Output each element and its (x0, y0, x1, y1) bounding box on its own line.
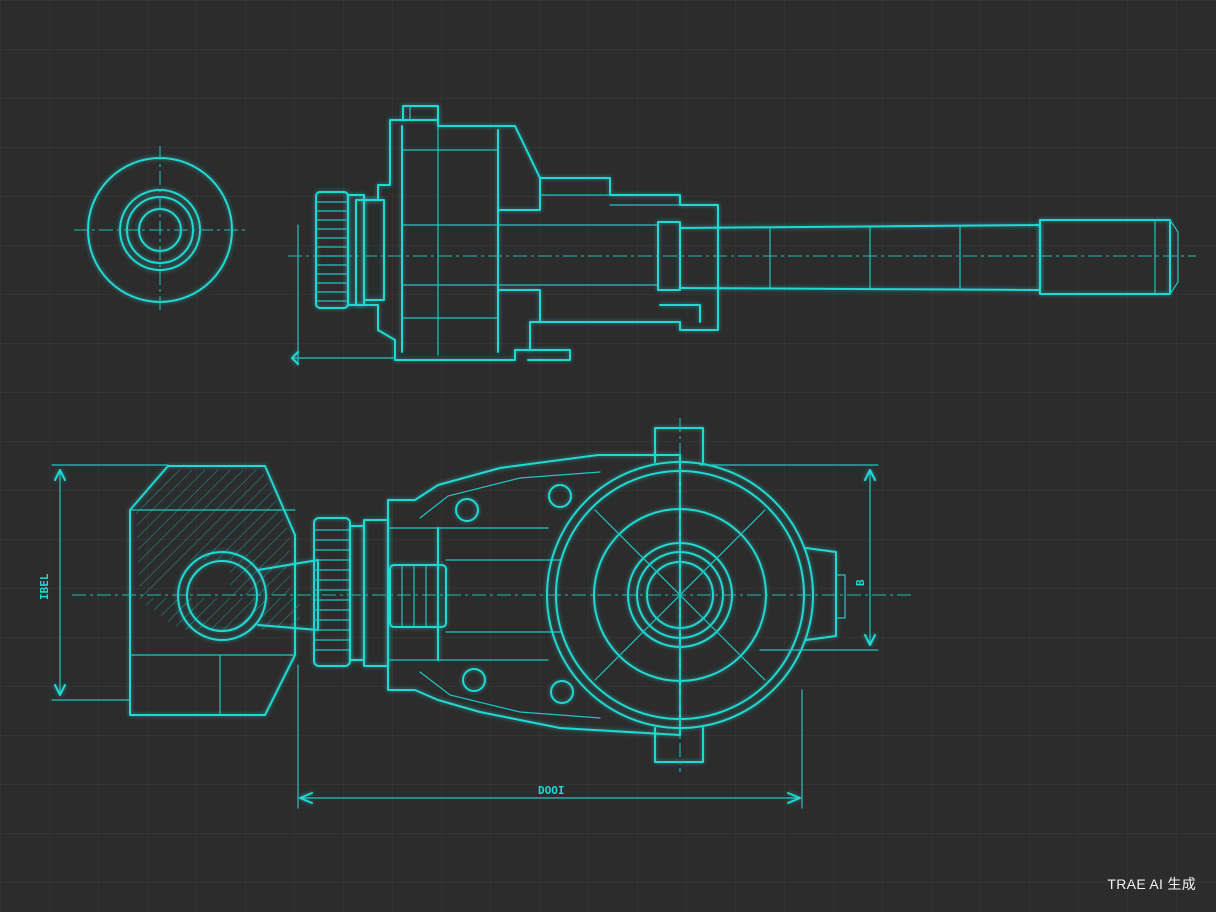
side-view-bottom-foot (527, 349, 571, 361)
front-view-right-lug (805, 547, 837, 641)
side-view-shaft-tip-1 (1169, 219, 1179, 233)
front-view-right-dim-arrow-top (864, 469, 876, 481)
side-view-shaft-tip-2 (1169, 281, 1179, 295)
front-view-inner-gear (389, 564, 447, 628)
front-view-hatching-upper (136, 470, 290, 600)
front-view (51, 418, 915, 809)
side-view (288, 105, 1196, 366)
side-view-body-outline (355, 119, 719, 361)
front-view-bearing-seat (363, 519, 389, 667)
left-dimension-label: IBEL (38, 573, 51, 600)
front-view-bottom-dim-arrow-right (787, 792, 801, 804)
front-view-bolt-hole-3 (462, 668, 486, 692)
side-view-step-lower (497, 289, 541, 323)
side-view-top-cap (402, 105, 439, 121)
side-view-shaft-end (1039, 219, 1171, 295)
front-view-gear-flange (349, 525, 365, 661)
front-view-right-dim-arrow-bottom (864, 634, 876, 646)
side-view-knurled-gear (315, 191, 349, 309)
front-view-pin-circle-outer (177, 551, 267, 641)
front-view-gear-teeth (313, 529, 351, 651)
front-view-housing (387, 454, 681, 736)
front-view-left-dim-arrow-top (54, 469, 66, 481)
front-view-bottom-lug (654, 727, 704, 763)
front-view-hatching-lower (140, 598, 300, 630)
end-view (74, 146, 248, 312)
front-view-housing-rib-upper (419, 471, 601, 519)
side-view-step-upper (497, 177, 541, 211)
side-view-dim-arrow (291, 351, 299, 365)
side-view-shaft (679, 224, 1041, 291)
front-view-housing-rib-lower (419, 671, 601, 719)
side-view-bearing-seat (363, 199, 385, 301)
front-view-bolt-hole-4 (550, 680, 574, 704)
front-view-right-lug-cap (835, 574, 846, 619)
side-view-gear-teeth (315, 201, 349, 302)
front-view-bolt-hole-1 (455, 498, 479, 522)
front-view-bolt-hole-2 (548, 484, 572, 508)
front-view-top-lug (654, 427, 704, 463)
front-view-left-block (129, 465, 296, 716)
watermark-label: TRAE AI 生成 (1107, 876, 1196, 892)
front-view-inner-gear-teeth (401, 564, 439, 628)
right-dimension-label: B (854, 579, 867, 586)
bottom-dimension-label: DOOI (538, 784, 565, 797)
front-view-bottom-dim-arrow-left (299, 792, 313, 804)
front-view-left-dim-arrow-bottom (54, 684, 66, 696)
side-view-lower-step (659, 304, 701, 323)
front-view-pin-circle-inner (186, 560, 258, 632)
